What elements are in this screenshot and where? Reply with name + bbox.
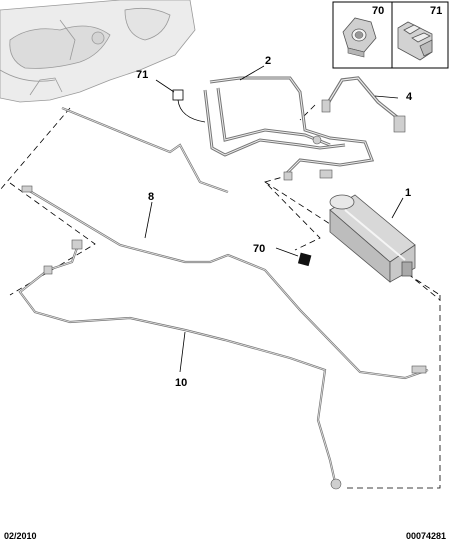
hex-nut-icon bbox=[342, 17, 377, 58]
parts-inset: 70 71 bbox=[332, 1, 449, 69]
callout-71: 71 bbox=[136, 69, 148, 81]
callout-2: 2 bbox=[265, 55, 271, 67]
inset-label-clip: 71 bbox=[430, 5, 442, 17]
callout-70: 70 bbox=[253, 243, 265, 255]
canister-1 bbox=[329, 194, 416, 283]
hose-4 bbox=[321, 76, 406, 133]
nut-70-marker bbox=[297, 252, 312, 267]
footer-date: 02/2010 bbox=[4, 531, 37, 541]
callout-4: 4 bbox=[406, 91, 413, 103]
pipe-8 bbox=[21, 106, 429, 380]
assembly-lines bbox=[0, 104, 441, 489]
leader-lines bbox=[144, 65, 404, 373]
pipe-10 bbox=[18, 239, 342, 490]
callout-10: 10 bbox=[175, 377, 187, 389]
fuel-tank bbox=[0, 0, 196, 103]
inset-label-nut: 70 bbox=[372, 5, 384, 17]
callout-8: 8 bbox=[148, 191, 154, 203]
callout-1: 1 bbox=[405, 187, 411, 199]
footer-reference: 00074281 bbox=[405, 531, 446, 541]
pipe-clip-icon bbox=[397, 21, 433, 61]
pipe-bundle-2 bbox=[203, 76, 375, 181]
clip-71-marker bbox=[172, 89, 184, 101]
